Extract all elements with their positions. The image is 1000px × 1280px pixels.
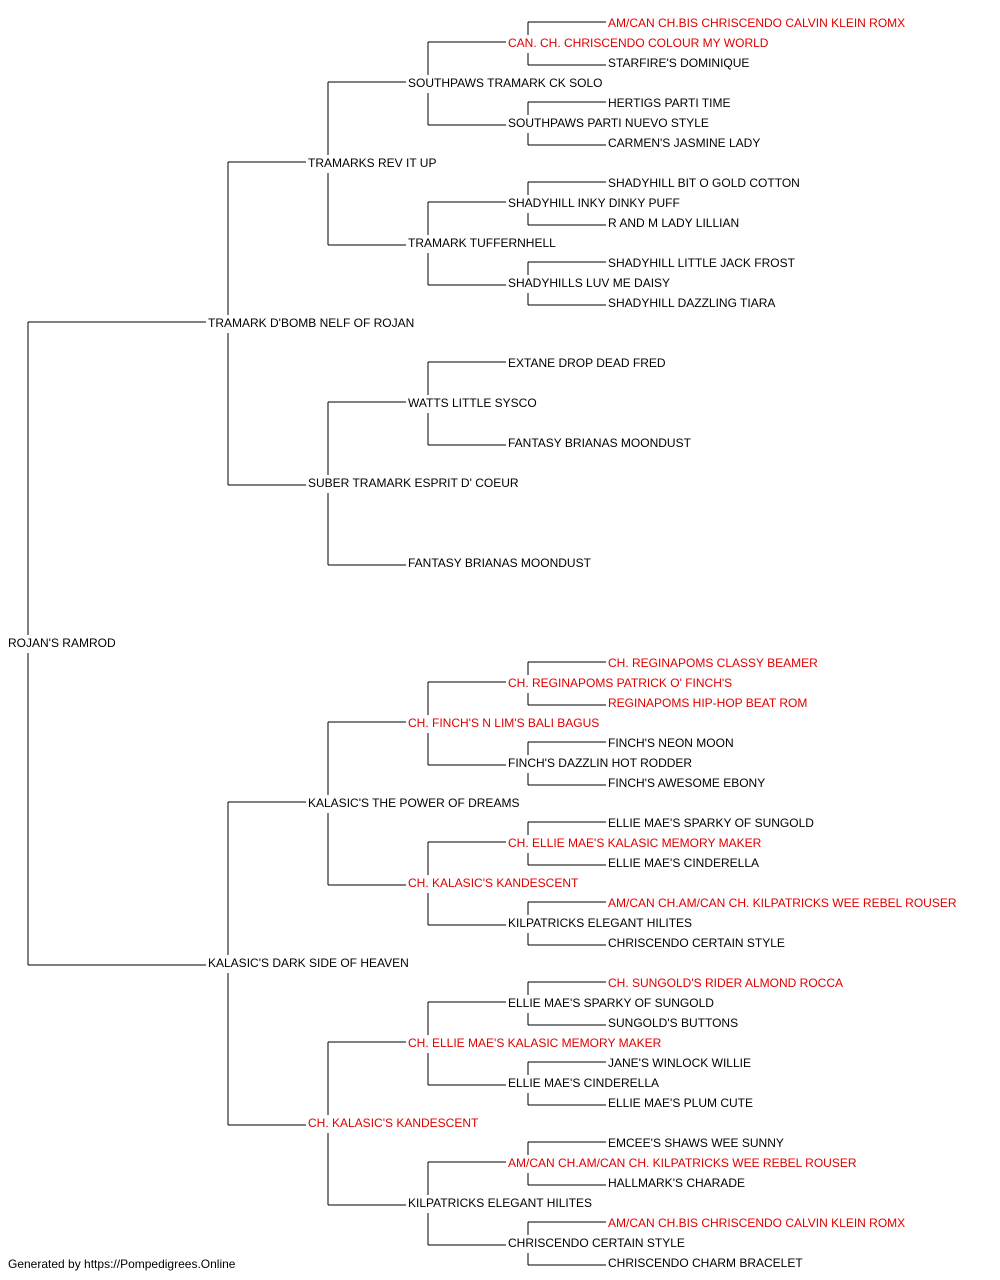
ancestor-name: KALASIC'S DARK SIDE OF HEAVEN bbox=[208, 956, 409, 970]
ancestor-name: CH. REGINAPOMS CLASSY BEAMER bbox=[608, 656, 818, 670]
ancestor-name: TRAMARKS REV IT UP bbox=[308, 156, 436, 170]
ancestor-name: SHADYHILL INKY DINKY PUFF bbox=[508, 196, 680, 210]
ancestor-name: CH. KALASIC'S KANDESCENT bbox=[408, 876, 579, 890]
ancestor-name: CARMEN'S JASMINE LADY bbox=[608, 136, 760, 150]
ancestor-name: KILPATRICKS ELEGANT HILITES bbox=[408, 1196, 592, 1210]
ancestor-name: SHADYHILL LITTLE JACK FROST bbox=[608, 256, 796, 270]
ancestor-name: AM/CAN CH.BIS CHRISCENDO CALVIN KLEIN RO… bbox=[608, 1216, 905, 1230]
ancestor-name: CH. REGINAPOMS PATRICK O' FINCH'S bbox=[508, 676, 732, 690]
ancestor-name: AM/CAN CH.BIS CHRISCENDO CALVIN KLEIN RO… bbox=[608, 16, 905, 30]
ancestor-name: SUNGOLD'S BUTTONS bbox=[608, 1016, 738, 1030]
ancestor-name: REGINAPOMS HIP-HOP BEAT ROM bbox=[608, 696, 807, 710]
ancestor-name: ELLIE MAE'S CINDERELLA bbox=[508, 1076, 659, 1090]
ancestor-name: FANTASY BRIANAS MOONDUST bbox=[508, 436, 692, 450]
ancestor-name: ELLIE MAE'S PLUM CUTE bbox=[608, 1096, 753, 1110]
ancestor-name: SHADYHILLS LUV ME DAISY bbox=[508, 276, 670, 290]
ancestor-name: EMCEE'S SHAWS WEE SUNNY bbox=[608, 1136, 784, 1150]
ancestor-name: SHADYHILL DAZZLING TIARA bbox=[608, 296, 775, 310]
ancestor-name: HERTIGS PARTI TIME bbox=[608, 96, 730, 110]
ancestor-name: CHRISCENDO CERTAIN STYLE bbox=[608, 936, 785, 950]
ancestor-name: SOUTHPAWS TRAMARK CK SOLO bbox=[408, 76, 602, 90]
ancestor-name: CH. FINCH'S N LIM'S BALI BAGUS bbox=[408, 716, 599, 730]
ancestor-name: CH. SUNGOLD'S RIDER ALMOND ROCCA bbox=[608, 976, 843, 990]
ancestor-name: CAN. CH. CHRISCENDO COLOUR MY WORLD bbox=[508, 36, 769, 50]
ancestor-name: EXTANE DROP DEAD FRED bbox=[508, 356, 666, 370]
ancestor-name: STARFIRE'S DOMINIQUE bbox=[608, 56, 749, 70]
dog-name-labels: ROJAN'S RAMROD TRAMARK D'BOMB NELF OF ROJ… bbox=[8, 16, 957, 1270]
ancestor-name: ELLIE MAE'S SPARKY OF SUNGOLD bbox=[508, 996, 714, 1010]
ancestor-name: HALLMARK'S CHARADE bbox=[608, 1176, 745, 1190]
ancestor-name: CH. ELLIE MAE'S KALASIC MEMORY MAKER bbox=[408, 1036, 662, 1050]
ancestor-name: TRAMARK D'BOMB NELF OF ROJAN bbox=[208, 316, 414, 330]
footer-credit: Generated by https://Pompedigrees.Online bbox=[8, 1257, 236, 1271]
ancestor-name: FANTASY BRIANAS MOONDUST bbox=[408, 556, 592, 570]
ancestor-name: CHRISCENDO CHARM BRACELET bbox=[608, 1256, 803, 1270]
ancestor-name: CHRISCENDO CERTAIN STYLE bbox=[508, 1236, 685, 1250]
ancestor-name: KILPATRICKS ELEGANT HILITES bbox=[508, 916, 692, 930]
ancestor-name: ELLIE MAE'S SPARKY OF SUNGOLD bbox=[608, 816, 814, 830]
ancestor-name: FINCH'S DAZZLIN HOT RODDER bbox=[508, 756, 692, 770]
ancestor-name: WATTS LITTLE SYSCO bbox=[408, 396, 537, 410]
ancestor-name: AM/CAN CH.AM/CAN CH. KILPATRICKS WEE REB… bbox=[508, 1156, 857, 1170]
ancestor-name: SOUTHPAWS PARTI NUEVO STYLE bbox=[508, 116, 709, 130]
ancestor-name: AM/CAN CH.AM/CAN CH. KILPATRICKS WEE REB… bbox=[608, 896, 957, 910]
ancestor-name: FINCH'S AWESOME EBONY bbox=[608, 776, 765, 790]
ancestor-name: JANE'S WINLOCK WILLIE bbox=[608, 1056, 751, 1070]
subject-dog-name: ROJAN'S RAMROD bbox=[8, 636, 116, 650]
ancestor-name: SHADYHILL BIT O GOLD COTTON bbox=[608, 176, 800, 190]
ancestor-name: TRAMARK TUFFERNHELL bbox=[408, 236, 556, 250]
ancestor-name: CH. ELLIE MAE'S KALASIC MEMORY MAKER bbox=[508, 836, 762, 850]
ancestor-name: KALASIC'S THE POWER OF DREAMS bbox=[308, 796, 519, 810]
ancestor-name: CH. KALASIC'S KANDESCENT bbox=[308, 1116, 479, 1130]
ancestor-name: SUBER TRAMARK ESPRIT D' COEUR bbox=[308, 476, 519, 490]
ancestor-name: ELLIE MAE'S CINDERELLA bbox=[608, 856, 759, 870]
connector-lines bbox=[27, 21, 606, 1266]
ancestor-name: R AND M LADY LILLIAN bbox=[608, 216, 739, 230]
ancestor-name: FINCH'S NEON MOON bbox=[608, 736, 734, 750]
